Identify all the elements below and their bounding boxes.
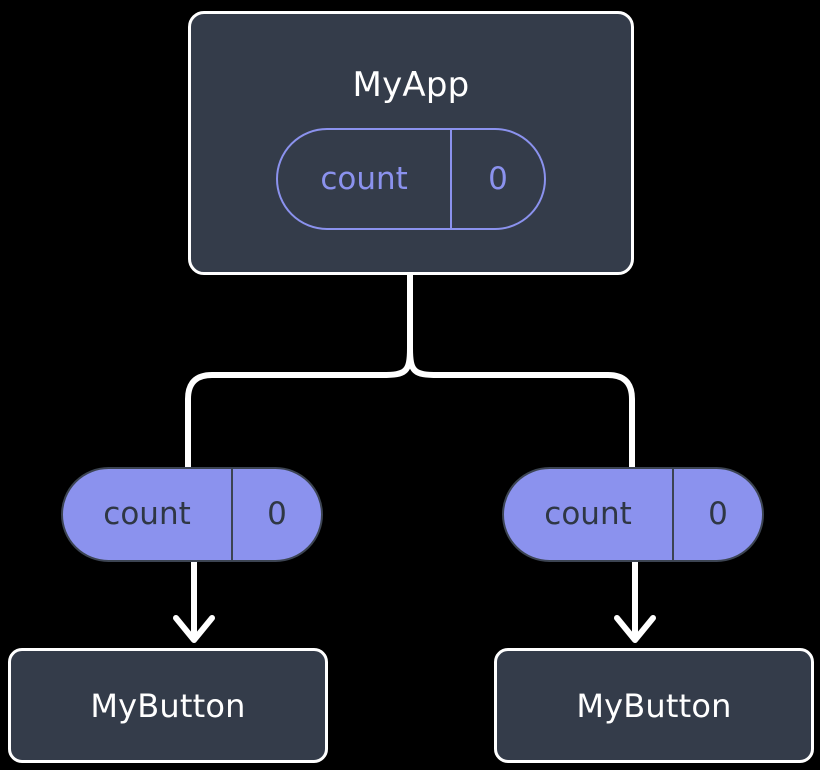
prop-pill-left[interactable]: count 0 <box>61 467 323 562</box>
node-mybutton-right[interactable]: MyButton <box>494 648 814 763</box>
branch-edge-root-to-children <box>407 272 635 470</box>
node-mybutton-left[interactable]: MyButton <box>8 648 328 763</box>
arrow-prop-to-left-child <box>173 562 215 643</box>
state-pill-myapp-key: count <box>320 160 408 197</box>
node-mybutton-right-label: MyButton <box>576 686 732 725</box>
branch-edge-root-to-left-child <box>185 345 413 470</box>
prop-pill-right[interactable]: count 0 <box>502 467 764 562</box>
prop-pill-right-value: 0 <box>672 469 762 560</box>
arrow-prop-to-right-child <box>614 562 656 643</box>
prop-pill-left-key: count <box>103 496 191 532</box>
node-myapp-label: MyApp <box>352 65 470 105</box>
state-pill-myapp-value: 0 <box>450 130 544 228</box>
node-myapp[interactable]: MyApp <box>188 11 634 275</box>
node-mybutton-left-label: MyButton <box>90 686 246 725</box>
prop-pill-right-key: count <box>544 496 632 532</box>
prop-pill-left-value: 0 <box>231 469 321 560</box>
state-pill-myapp[interactable]: count 0 <box>276 128 546 230</box>
